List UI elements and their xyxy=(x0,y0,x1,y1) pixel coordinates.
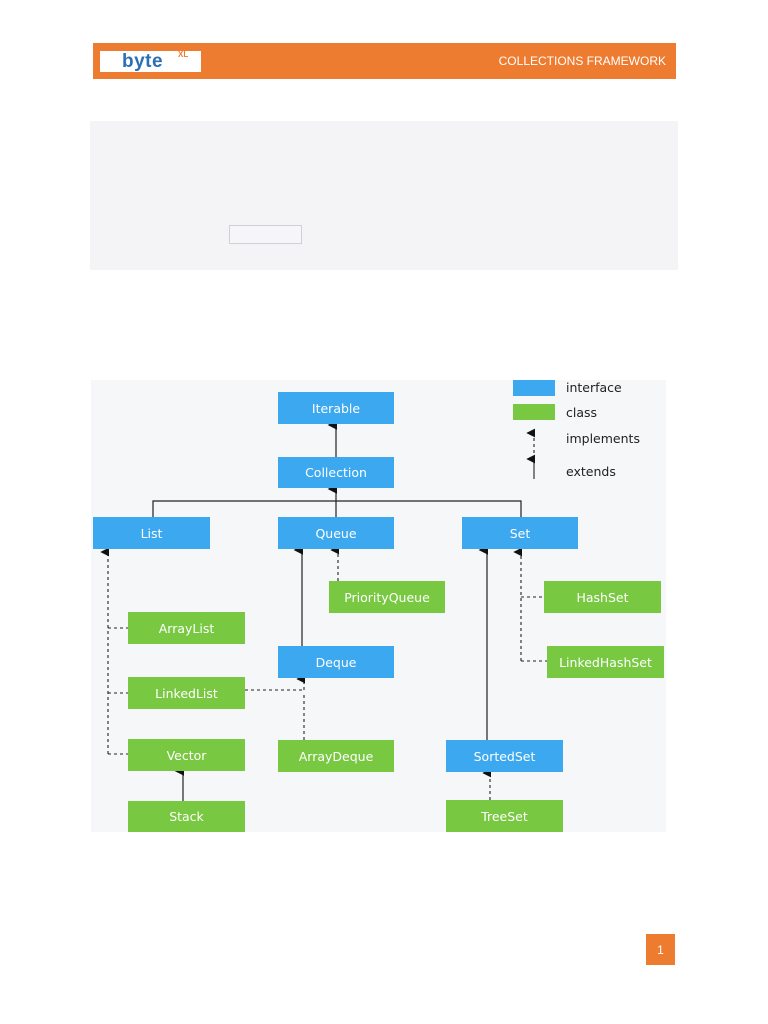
edge-bus xyxy=(152,500,522,517)
embedded-panel xyxy=(90,121,678,270)
node-priority-queue: PriorityQueue xyxy=(329,581,445,613)
node-queue: Queue xyxy=(278,517,394,549)
node-list: List xyxy=(93,517,210,549)
legend-class-label: class xyxy=(566,405,598,420)
legend-interface-swatch xyxy=(513,380,555,396)
page-number: 1 xyxy=(646,934,675,965)
node-linked-list: LinkedList xyxy=(128,677,245,709)
node-collection: Collection xyxy=(278,457,394,488)
node-hash-set: HashSet xyxy=(544,581,661,613)
node-iterable: Iterable xyxy=(278,392,394,424)
node-sorted-set: SortedSet xyxy=(446,740,563,772)
node-tree-set: TreeSet xyxy=(446,800,563,832)
node-array-list: ArrayList xyxy=(128,612,245,644)
logo: byte XL xyxy=(100,50,201,72)
collections-hierarchy-diagram: interface class implements extends Itera… xyxy=(91,380,666,832)
logo-superscript: XL xyxy=(178,50,189,59)
node-stack: Stack xyxy=(128,801,245,832)
node-set: Set xyxy=(462,517,578,549)
header-bar: byte XL COLLECTIONS FRAMEWORK xyxy=(93,43,676,79)
node-linked-hash-set: LinkedHashSet xyxy=(547,646,664,678)
legend-implements-label: implements xyxy=(566,431,640,446)
logo-text: byte xyxy=(122,51,164,72)
legend-extends-label: extends xyxy=(566,464,616,479)
empty-field xyxy=(229,225,302,244)
node-deque: Deque xyxy=(278,646,394,678)
node-array-deque: ArrayDeque xyxy=(278,740,394,772)
header-title: COLLECTIONS FRAMEWORK xyxy=(498,54,666,68)
connector-lines xyxy=(100,420,547,801)
node-vector: Vector xyxy=(128,739,245,771)
legend-interface-label: interface xyxy=(566,380,622,395)
legend-class-swatch xyxy=(513,404,555,420)
